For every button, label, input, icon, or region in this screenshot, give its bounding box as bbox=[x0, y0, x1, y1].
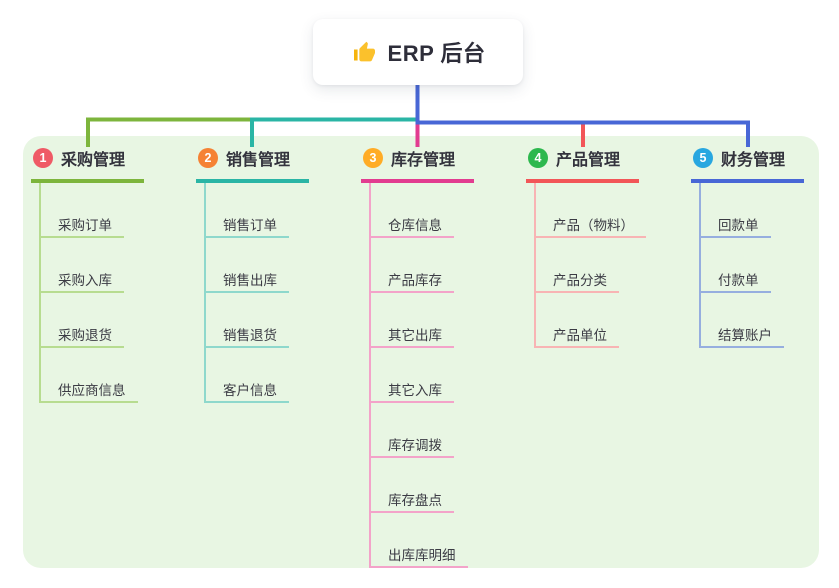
root-node-label: ERP 后台 bbox=[387, 41, 486, 66]
child-node[interactable]: 客户信息 bbox=[206, 348, 289, 403]
branch-header-1[interactable]: 1 采购管理 bbox=[31, 146, 144, 183]
child-node[interactable]: 销售退货 bbox=[206, 293, 289, 348]
child-node[interactable]: 库存盘点 bbox=[371, 458, 454, 513]
branch-number-badge: 2 bbox=[198, 148, 218, 168]
branch-header-5[interactable]: 5 财务管理 bbox=[691, 146, 804, 183]
child-node[interactable]: 产品库存 bbox=[371, 238, 454, 293]
modules-panel: 1 采购管理 采购订单采购入库采购退货供应商信息 2 销售管理 销售订单销售出库… bbox=[23, 136, 819, 568]
child-node[interactable]: 其它入库 bbox=[371, 348, 454, 403]
branch-column-1: 1 采购管理 采购订单采购入库采购退货供应商信息 bbox=[31, 146, 183, 403]
branch-label: 销售管理 bbox=[226, 152, 291, 169]
branch-children: 采购订单采购入库采购退货供应商信息 bbox=[39, 183, 183, 403]
thumbs-up-icon bbox=[351, 39, 377, 65]
child-node[interactable]: 其它出库 bbox=[371, 293, 454, 348]
child-node[interactable]: 产品分类 bbox=[536, 238, 619, 293]
branch-number-badge: 4 bbox=[528, 148, 548, 168]
branch-number-badge: 3 bbox=[363, 148, 383, 168]
branch-children: 产品（物料）产品分类产品单位 bbox=[534, 183, 678, 348]
child-node[interactable]: 产品单位 bbox=[536, 293, 619, 348]
branch-header-4[interactable]: 4 产品管理 bbox=[526, 146, 639, 183]
branch-number-badge: 5 bbox=[693, 148, 713, 168]
child-node[interactable]: 付款单 bbox=[701, 238, 771, 293]
child-node[interactable]: 销售订单 bbox=[206, 183, 289, 238]
branch-label: 采购管理 bbox=[61, 152, 126, 169]
child-node[interactable]: 仓库信息 bbox=[371, 183, 454, 238]
branch-label: 库存管理 bbox=[391, 152, 456, 169]
branch-column-4: 4 产品管理 产品（物料）产品分类产品单位 bbox=[526, 146, 678, 348]
branch-children: 销售订单销售出库销售退货客户信息 bbox=[204, 183, 348, 403]
branch-header-3[interactable]: 3 库存管理 bbox=[361, 146, 474, 183]
child-node[interactable]: 供应商信息 bbox=[41, 348, 138, 403]
branch-children: 仓库信息产品库存其它出库其它入库库存调拨库存盘点出库库明细 bbox=[369, 183, 513, 568]
branch-children: 回款单付款单结算账户 bbox=[699, 183, 839, 348]
child-node[interactable]: 库存调拨 bbox=[371, 403, 454, 458]
branch-column-5: 5 财务管理 回款单付款单结算账户 bbox=[691, 146, 839, 348]
branch-header-2[interactable]: 2 销售管理 bbox=[196, 146, 309, 183]
child-node[interactable]: 出库库明细 bbox=[371, 513, 468, 568]
child-node[interactable]: 结算账户 bbox=[701, 293, 784, 348]
branch-label: 财务管理 bbox=[721, 152, 786, 169]
root-node-erp[interactable]: ERP 后台 bbox=[313, 19, 523, 85]
child-node[interactable]: 产品（物料） bbox=[536, 183, 646, 238]
branch-column-2: 2 销售管理 销售订单销售出库销售退货客户信息 bbox=[196, 146, 348, 403]
branch-number-badge: 1 bbox=[33, 148, 53, 168]
child-node[interactable]: 采购退货 bbox=[41, 293, 124, 348]
child-node[interactable]: 回款单 bbox=[701, 183, 771, 238]
branch-label: 产品管理 bbox=[556, 152, 621, 169]
child-node[interactable]: 采购入库 bbox=[41, 238, 124, 293]
branch-column-3: 3 库存管理 仓库信息产品库存其它出库其它入库库存调拨库存盘点出库库明细 bbox=[361, 146, 513, 568]
child-node[interactable]: 采购订单 bbox=[41, 183, 124, 238]
child-node[interactable]: 销售出库 bbox=[206, 238, 289, 293]
